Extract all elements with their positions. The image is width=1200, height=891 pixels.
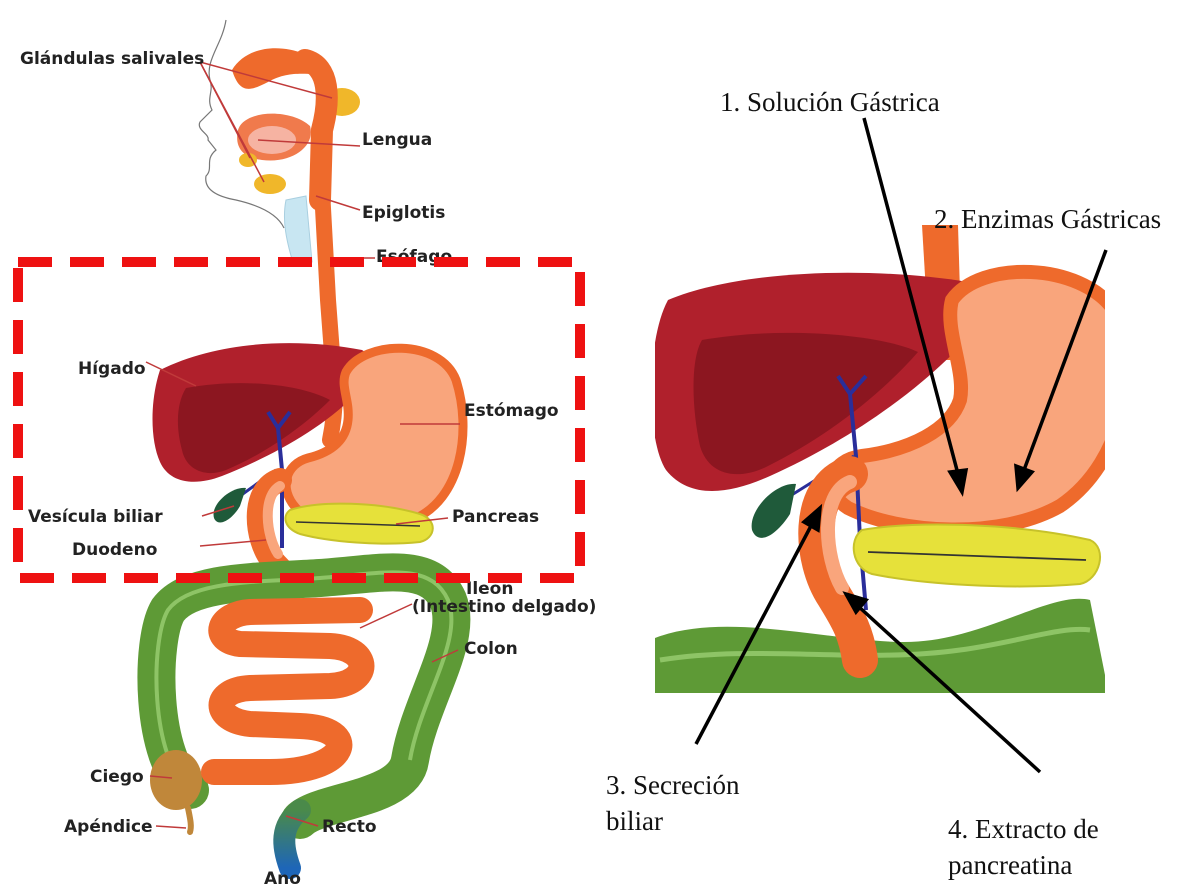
tongue-highlight bbox=[248, 126, 296, 154]
appendix bbox=[188, 808, 191, 832]
trachea bbox=[284, 196, 312, 266]
label-stomach: Estómago bbox=[464, 401, 559, 421]
left-anatomy-panel: Glándulas salivales Lengua Epiglotis Esó… bbox=[18, 20, 596, 889]
label-salivary-glands: Glándulas salivales bbox=[20, 49, 204, 69]
right-zoom-panel bbox=[650, 225, 1127, 700]
label-liver: Hígado bbox=[78, 359, 146, 379]
label-gastric-solution: 1. Solución Gástrica bbox=[720, 87, 940, 117]
duodenum-inner bbox=[268, 486, 280, 554]
gallbladder bbox=[214, 488, 246, 523]
label-small-intestine: (Intestino delgado) bbox=[412, 597, 596, 617]
zoom-intestine bbox=[650, 599, 1110, 700]
label-bile-secretion-2: biliar bbox=[606, 806, 663, 836]
label-gastric-enzymes: 2. Enzimas Gástricas bbox=[934, 204, 1161, 234]
label-pancreatin-2: pancreatina bbox=[948, 850, 1072, 880]
small-intestine bbox=[214, 610, 362, 772]
submandibular-gland bbox=[254, 174, 286, 194]
zoom-gallbladder bbox=[752, 484, 796, 538]
cecum bbox=[150, 750, 202, 810]
label-colon: Colon bbox=[464, 639, 518, 659]
label-epiglottis: Epiglotis bbox=[362, 203, 445, 223]
label-anus: Ano bbox=[264, 869, 301, 889]
label-gallbladder: Vesícula biliar bbox=[28, 507, 163, 527]
label-pancreatin-1: 4. Extracto de bbox=[948, 814, 1099, 844]
label-cecum: Ciego bbox=[90, 767, 144, 787]
label-bile-secretion-1: 3. Secreción bbox=[606, 770, 740, 800]
label-pancreas: Pancreas bbox=[452, 507, 539, 527]
label-duodenum: Duodeno bbox=[72, 540, 157, 560]
label-appendix: Apéndice bbox=[64, 817, 153, 837]
label-rectum: Recto bbox=[322, 817, 377, 837]
label-tongue: Lengua bbox=[362, 130, 432, 150]
